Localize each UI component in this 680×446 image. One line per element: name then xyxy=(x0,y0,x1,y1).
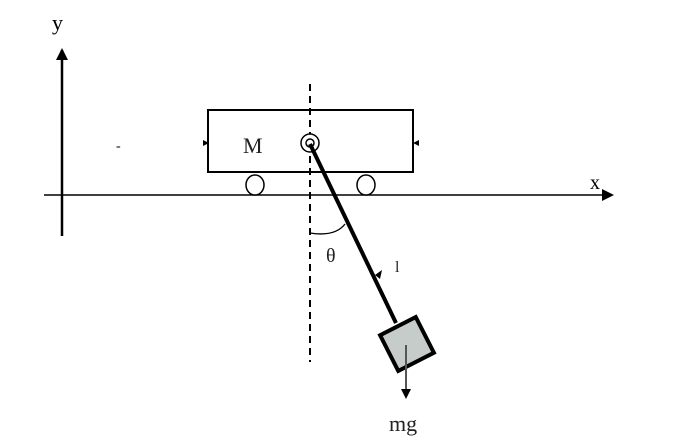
right-wheel xyxy=(356,174,376,196)
cart-mass-label: M xyxy=(243,133,263,158)
weight-label: mg xyxy=(389,411,417,436)
dash-mark: - xyxy=(116,139,121,154)
length-label: l xyxy=(395,259,400,276)
cart-left-tick xyxy=(203,140,209,146)
y-axis-label: y xyxy=(52,10,63,35)
pendulum-bob xyxy=(377,314,437,374)
rod-tick xyxy=(375,270,382,279)
angle-label: θ xyxy=(326,245,336,267)
pendulum-rod xyxy=(308,143,398,324)
cart-right-tick xyxy=(413,140,419,146)
pivot-outer xyxy=(300,133,320,153)
angle-arc xyxy=(309,223,346,235)
left-wheel xyxy=(245,174,265,196)
x-axis-label: x xyxy=(590,172,600,194)
